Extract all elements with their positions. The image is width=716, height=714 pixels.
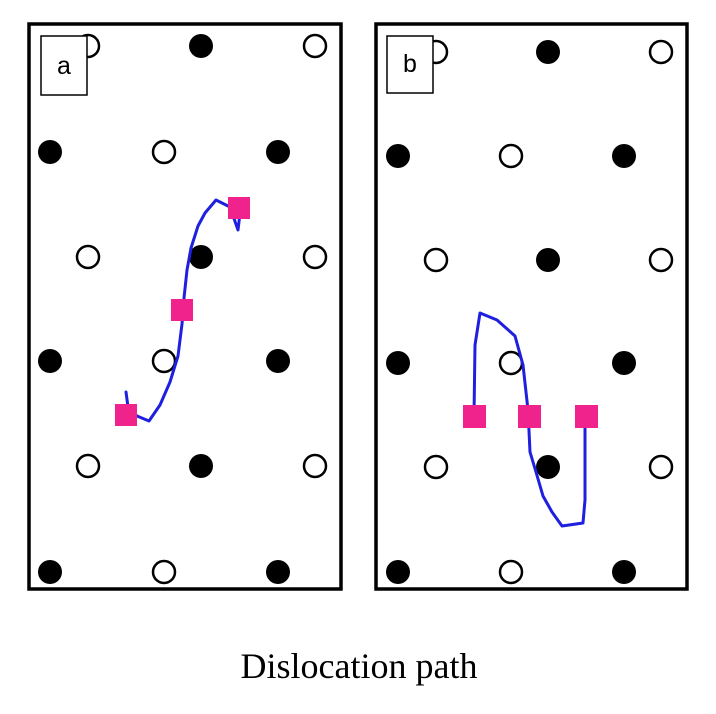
open-atom: [498, 559, 524, 585]
panel-a-tag-box: [40, 35, 88, 96]
open-atom: [151, 139, 177, 165]
open-atom: [648, 454, 674, 480]
filled-atom: [612, 351, 636, 375]
filled-atom: [38, 560, 62, 584]
filled-atom: [38, 140, 62, 164]
panel-a-frame: [27, 22, 343, 591]
panel-b-tag-box: [386, 35, 434, 94]
panel-b: b: [374, 22, 689, 591]
pink-marker: [575, 405, 598, 428]
filled-atom: [386, 351, 410, 375]
filled-atom: [38, 349, 62, 373]
open-atom: [423, 454, 449, 480]
filled-atom: [189, 454, 213, 478]
open-atom: [648, 39, 674, 65]
panel-a-tag: a: [57, 52, 71, 80]
pink-marker: [171, 299, 193, 321]
filled-atom: [536, 248, 560, 272]
open-atom: [302, 33, 328, 59]
open-atom: [423, 247, 449, 273]
filled-atom: [266, 140, 290, 164]
open-atom: [151, 559, 177, 585]
pink-marker: [115, 404, 137, 426]
figure-caption: Dislocation path: [241, 646, 478, 686]
open-atom: [498, 350, 524, 376]
dislocation-path-a: [124, 198, 243, 423]
panel-b-frame: [374, 22, 689, 591]
filled-atom: [189, 245, 213, 269]
filled-atom: [266, 349, 290, 373]
open-atom: [151, 348, 177, 374]
panel-b-tag: b: [403, 50, 417, 78]
pink-marker: [463, 405, 486, 428]
pink-marker: [228, 197, 250, 219]
open-atom: [648, 247, 674, 273]
open-atom: [302, 453, 328, 479]
filled-atom: [536, 40, 560, 64]
open-atom: [75, 244, 101, 270]
panel-a: a: [27, 22, 343, 591]
filled-atom: [536, 455, 560, 479]
filled-atom: [386, 560, 410, 584]
filled-atom: [612, 560, 636, 584]
open-atom: [498, 143, 524, 169]
open-atom: [75, 453, 101, 479]
dislocation-path-b: [472, 311, 587, 528]
filled-atom: [189, 34, 213, 58]
filled-atom: [612, 144, 636, 168]
pink-marker: [518, 405, 541, 428]
filled-atom: [266, 560, 290, 584]
open-atom: [302, 244, 328, 270]
filled-atom: [386, 144, 410, 168]
